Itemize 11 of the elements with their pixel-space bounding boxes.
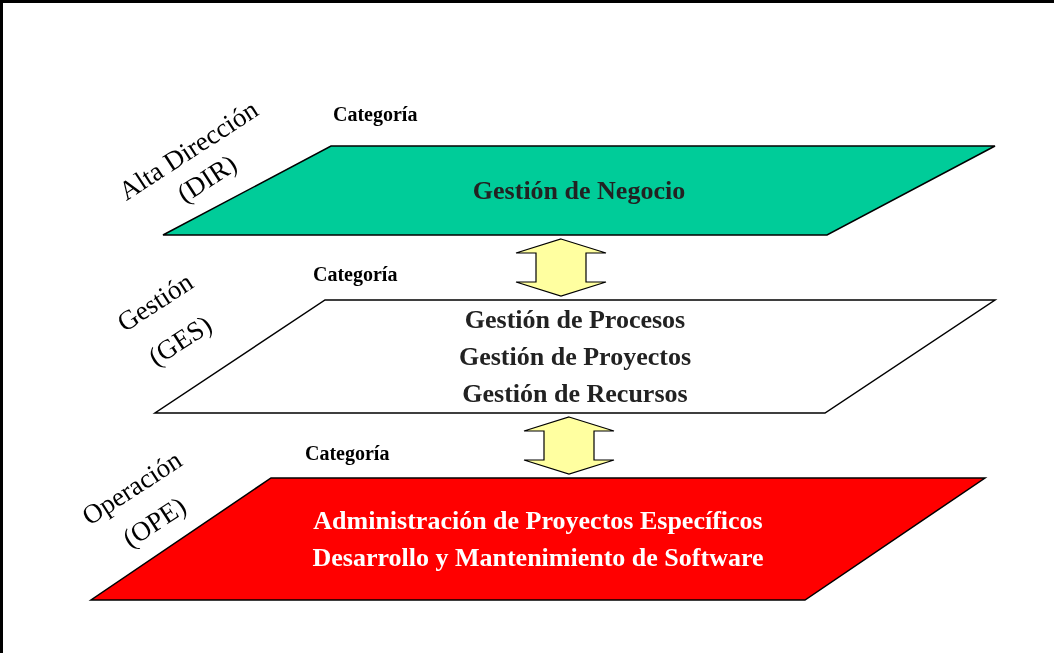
double-arrow <box>523 416 615 475</box>
category-label: Categoría <box>305 442 390 465</box>
category-label: Categoría <box>333 103 418 126</box>
band-text: Administración de Proyectos Específicos <box>313 505 763 537</box>
band-text: Gestión de Negocio <box>472 175 686 207</box>
double-arrow <box>515 238 607 297</box>
band-text: Desarrollo y Mantenimiento de Software <box>312 542 764 574</box>
band-text: Gestión de Procesos <box>464 304 686 336</box>
category-label: Categoría <box>313 263 398 286</box>
band-text: Gestión de Recursos <box>462 378 688 410</box>
band-text: Gestión de Proyectos <box>458 341 691 373</box>
